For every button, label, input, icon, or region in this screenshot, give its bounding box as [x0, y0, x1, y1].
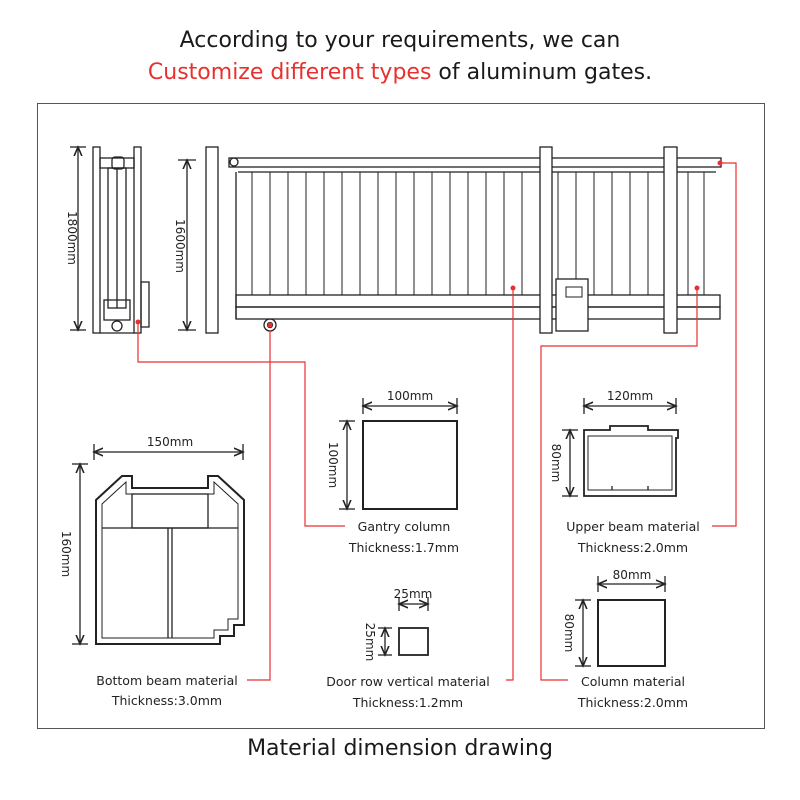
column-height-label: 80mm — [562, 614, 576, 653]
column-section — [575, 576, 665, 666]
drawing-caption: Material dimension drawing — [247, 736, 553, 761]
door-row-width-label: 25mm — [394, 587, 433, 601]
gate-front-view — [178, 146, 722, 334]
door-row-thickness: Thickness:1.2mm — [352, 695, 463, 710]
bottom-beam-name: Bottom beam material — [96, 673, 237, 688]
column-width-label: 80mm — [613, 568, 652, 582]
bottom-beam-thickness: Thickness:3.0mm — [111, 693, 222, 708]
upper-beam-name: Upper beam material — [566, 519, 699, 534]
door-row-height-label: 25mm — [363, 623, 377, 662]
gantry-thickness: Thickness:1.7mm — [348, 540, 459, 555]
heading-line-1: According to your requirements, we can — [179, 28, 621, 53]
bottom-beam-height-label: 160mm — [59, 531, 73, 577]
gantry-height-label: 100mm — [326, 442, 340, 488]
upper-beam-width-label: 120mm — [607, 389, 653, 403]
door-row-name: Door row vertical material — [326, 674, 490, 689]
gantry-name: Gantry column — [358, 519, 451, 534]
bottom-beam-width-label: 150mm — [147, 435, 193, 449]
heading-line-2: Customize different types of aluminum ga… — [0, 60, 800, 85]
upper-beam-thickness: Thickness:2.0mm — [577, 540, 688, 555]
leader-lines — [137, 162, 737, 681]
gate-side-view — [70, 147, 150, 334]
column-thickness: Thickness:2.0mm — [577, 695, 688, 710]
upper-beam-section — [562, 398, 679, 496]
heading-rest: of aluminum gates. — [431, 60, 653, 85]
door-row-vertical-section — [378, 597, 428, 655]
column-name: Column material — [581, 674, 685, 689]
bottom-beam-section — [72, 444, 245, 644]
gantry-width-label: 100mm — [387, 389, 433, 403]
upper-beam-height-label: 80mm — [549, 444, 563, 483]
heading-highlight: Customize different types — [147, 60, 432, 85]
leader-dots — [135, 160, 723, 328]
side-height-label: 1800mm — [65, 211, 79, 265]
front-height-label: 1600mm — [173, 219, 187, 273]
drawing-frame — [37, 103, 765, 729]
gantry-column-section — [339, 398, 457, 509]
